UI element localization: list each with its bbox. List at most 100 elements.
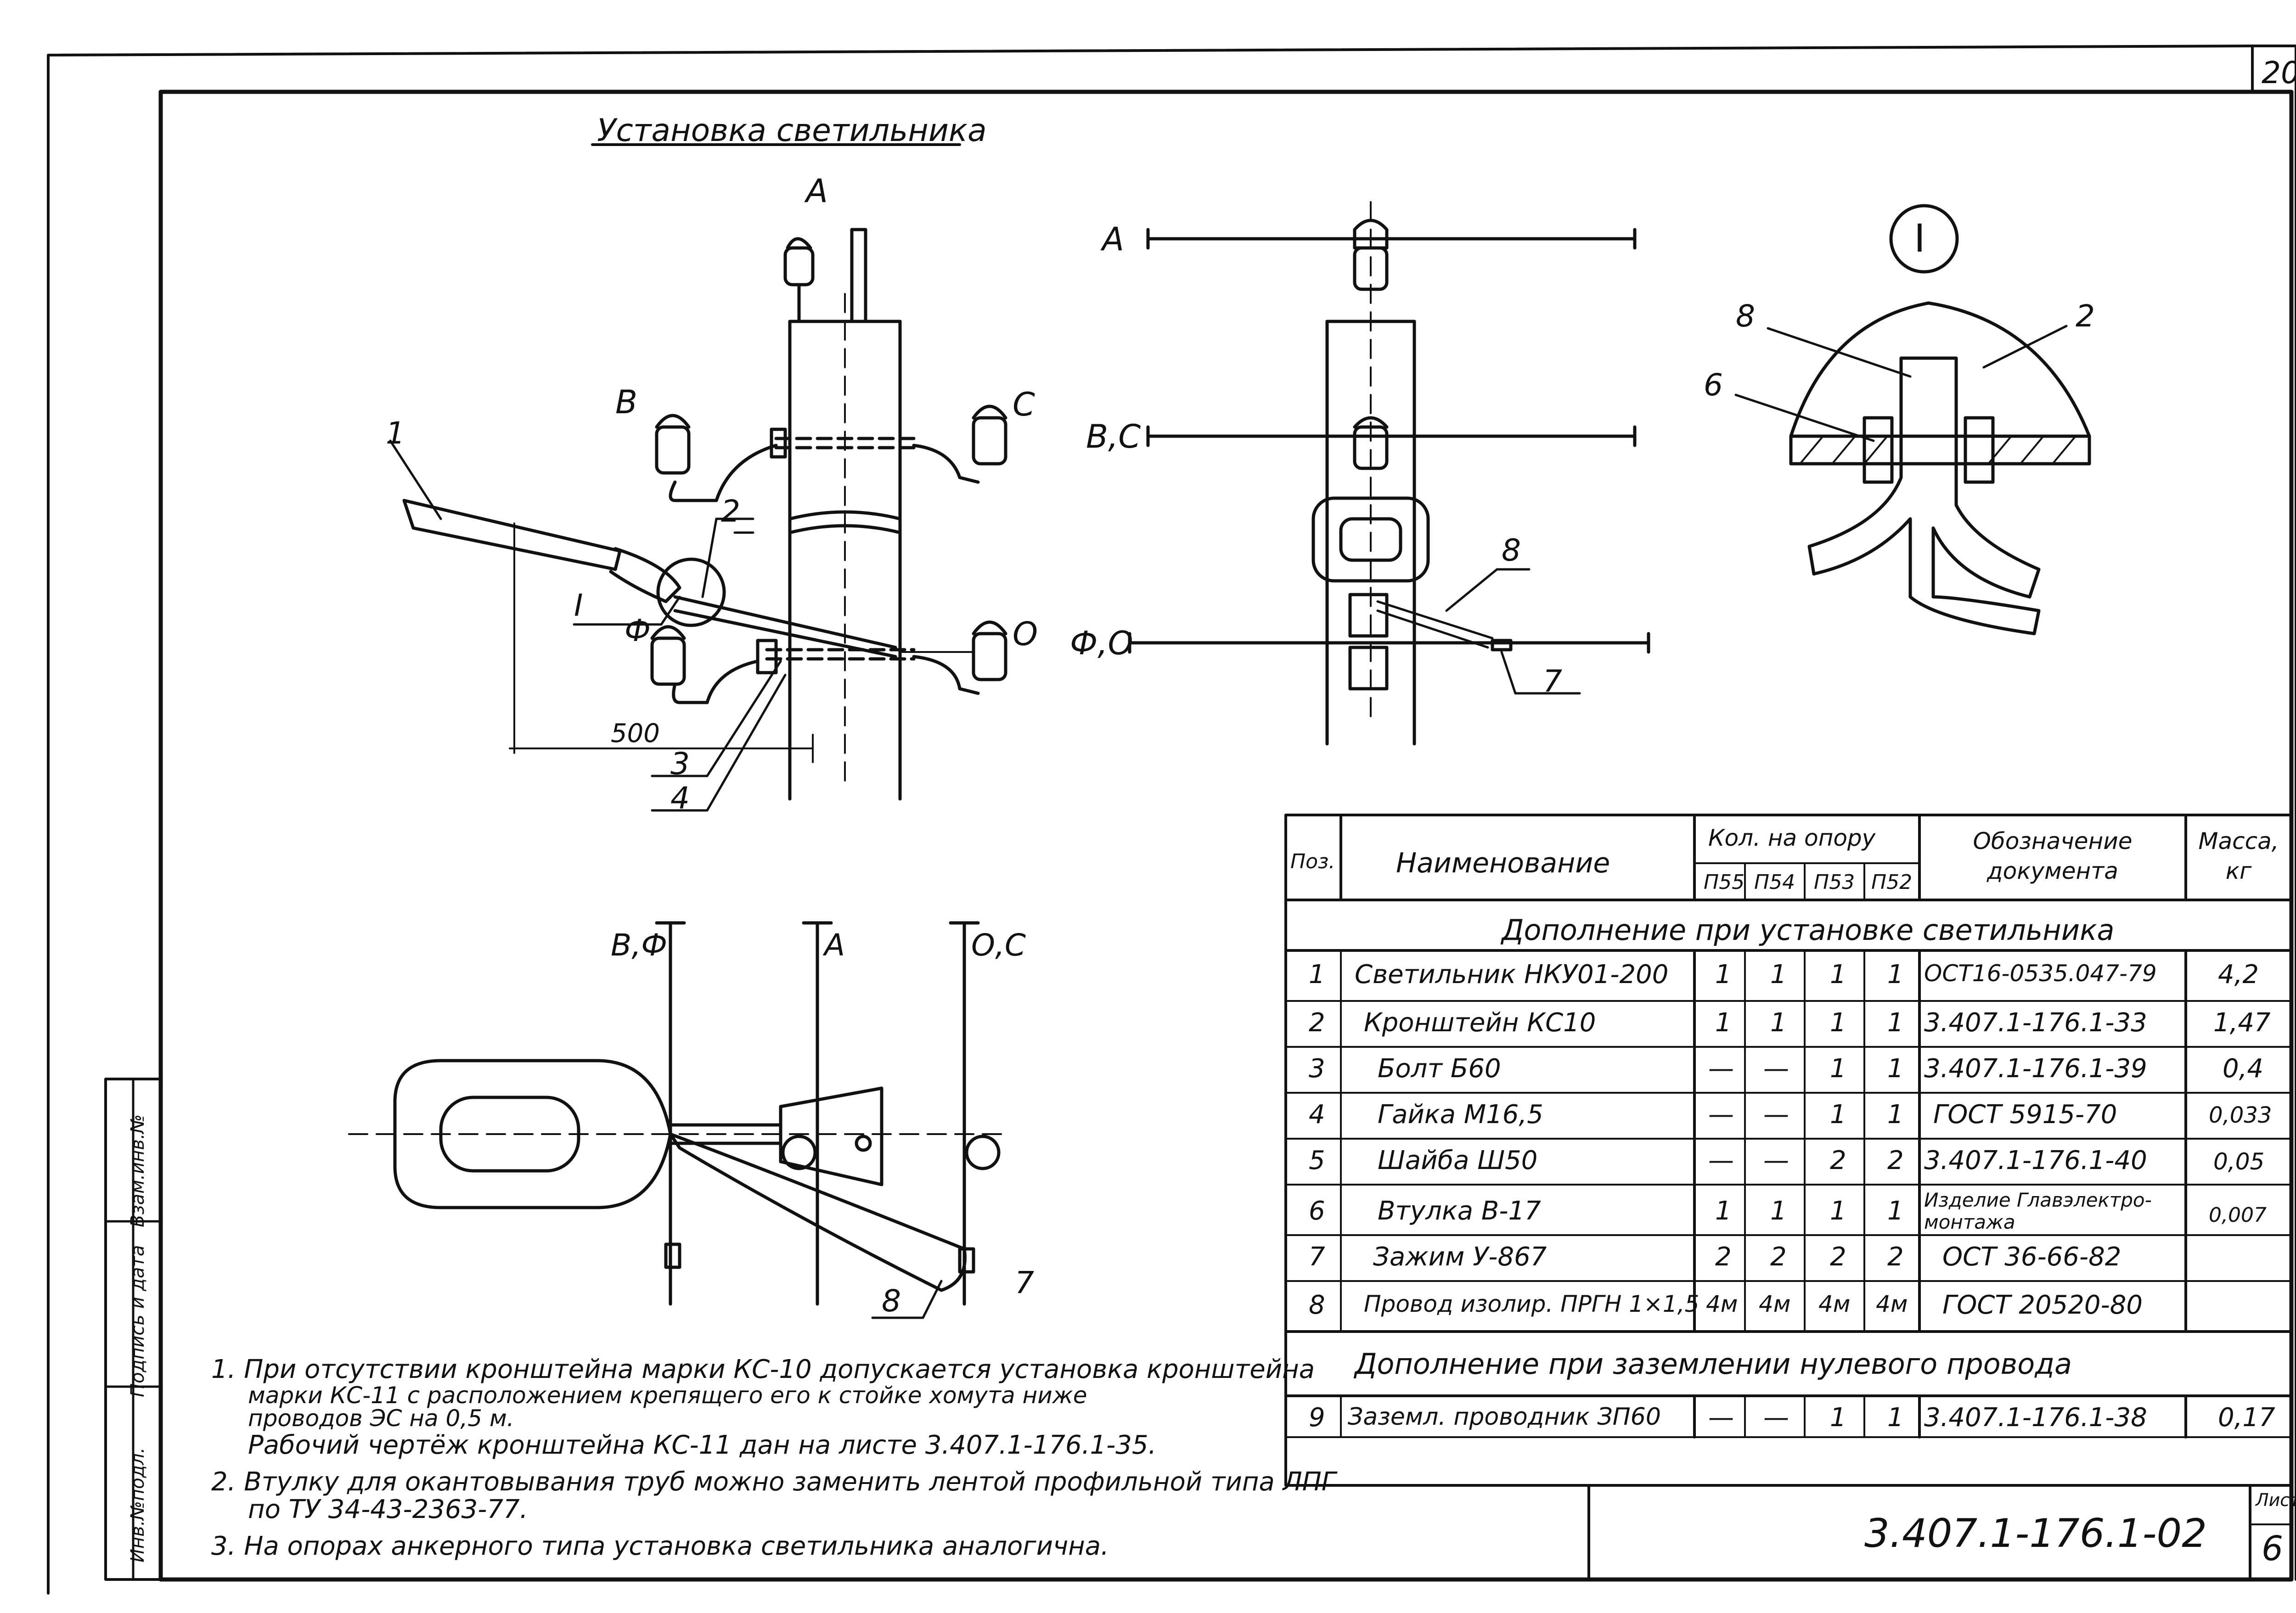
- stamp-inv-podl: Инв.№подл.: [127, 1447, 148, 1562]
- label-detail-pos-6: 6: [1704, 367, 1723, 403]
- row5-mass: 0,05: [2213, 1148, 2265, 1175]
- row8-name: Провод изолир. ПРГН 1×1,5: [1364, 1291, 1699, 1317]
- row7-q2: 2: [1770, 1242, 1787, 1272]
- row5-pos: 5: [1309, 1146, 1325, 1175]
- note-line: Рабочий чертёж кронштейна КС-11 дан на л…: [248, 1430, 1157, 1460]
- row7-pos: 7: [1309, 1242, 1325, 1272]
- row2-q1: 1: [1715, 1008, 1732, 1038]
- row2-mass: 1,47: [2213, 1008, 2271, 1038]
- sheet-label: Лист: [2256, 1490, 2296, 1510]
- row3-name: Болт Б60: [1378, 1054, 1501, 1084]
- row5-q4: 2: [1887, 1146, 1904, 1175]
- row4-doc: ГОСТ 5915-70: [1933, 1100, 2117, 1130]
- row7-doc: ОСТ 36-66-82: [1942, 1242, 2122, 1272]
- row4-pos: 4: [1309, 1100, 1325, 1130]
- row1-name: Светильник НКУ01-200: [1355, 960, 1669, 989]
- row3-doc: 3.407.1-176.1-39: [1924, 1054, 2147, 1084]
- label-pos-1: 1: [386, 416, 405, 451]
- label-pos-7-side: 7: [1543, 663, 1562, 699]
- label-phase-f: Ф: [625, 613, 651, 648]
- label-wire-a: А: [1102, 220, 1124, 258]
- label-wire-fo: Ф,О: [1070, 624, 1133, 662]
- row5-name: Шайба Ш50: [1378, 1146, 1538, 1175]
- row9-name: Заземл. проводник ЗП60: [1348, 1403, 1661, 1431]
- th-qty-p53: П53: [1814, 871, 1855, 894]
- sheet-frame: [47, 45, 2296, 1595]
- row1-q3: 1: [1830, 960, 1846, 989]
- row9-q2: —: [1763, 1403, 1789, 1433]
- label-detail-i: I: [574, 588, 583, 623]
- note-line: 2. Втулку для окантовывания труб можно з…: [211, 1467, 1336, 1497]
- label-detail-pos-8: 8: [1736, 298, 1755, 334]
- spec-table-grid: [1284, 814, 2293, 1487]
- th-name: Наименование: [1396, 847, 1610, 879]
- note-line: по ТУ 34-43-2363-77.: [248, 1495, 528, 1524]
- label-underlines: [733, 531, 920, 1319]
- row8-doc: ГОСТ 20520-80: [1942, 1290, 2143, 1320]
- label-neutral-o: О: [1013, 615, 1038, 653]
- row8-pos: 8: [1309, 1290, 1325, 1320]
- document-code: 3.407.1-176.1-02: [1864, 1511, 2207, 1557]
- row2-name: Кронштейн КС10: [1364, 1008, 1596, 1038]
- label-phase-c: С: [1013, 386, 1035, 423]
- row6-pos: 6: [1309, 1196, 1325, 1226]
- row9-mass: 0,17: [2218, 1403, 2275, 1433]
- th-pos: Поз.: [1290, 850, 1335, 873]
- row7-name: Зажим У-867: [1373, 1242, 1547, 1272]
- view2-side-view: [1128, 201, 1650, 746]
- label-plan-a: А: [824, 927, 845, 963]
- row2-q3: 1: [1830, 1008, 1846, 1038]
- row9-doc: 3.407.1-176.1-38: [1924, 1403, 2147, 1433]
- row4-mass: 0,033: [2209, 1102, 2272, 1128]
- row6-doc: Изделие Главэлектро-монтажа: [1924, 1189, 2152, 1234]
- th-designation: Обозначение документа: [1973, 828, 2133, 884]
- row4-name: Гайка М16,5: [1378, 1100, 1543, 1130]
- row1-pos: 1: [1309, 960, 1325, 989]
- row1-q1: 1: [1715, 960, 1732, 989]
- row6-q3: 1: [1830, 1196, 1846, 1226]
- row3-pos: 3: [1309, 1054, 1325, 1084]
- row1-q2: 1: [1770, 960, 1787, 989]
- row1-mass: 4,2: [2218, 960, 2259, 989]
- note-line: марки КС-11 с расположением крепящего ег…: [248, 1382, 1087, 1409]
- row6-q1: 1: [1715, 1196, 1732, 1226]
- label-detail-pos-2: 2: [2076, 298, 2095, 334]
- row5-doc: 3.407.1-176.1-40: [1924, 1146, 2147, 1175]
- th-qty-p54: П54: [1754, 871, 1795, 894]
- stamp-vzam-inv: Взам.инв.№: [127, 1114, 148, 1227]
- plan-view: [348, 921, 1011, 1319]
- view1-pole-assembly: [389, 228, 1007, 812]
- label-plan-pos-8: 8: [882, 1283, 901, 1319]
- th-mass: Масса, кг: [2198, 828, 2279, 884]
- title-block: [1587, 1484, 2292, 1581]
- row7-q3: 2: [1830, 1242, 1846, 1272]
- row6-mass: 0,007: [2209, 1203, 2267, 1227]
- row3-q2: —: [1763, 1054, 1789, 1084]
- row1-doc: ОСТ16-0535.047-79: [1924, 960, 2157, 987]
- label-dim-500: 500: [611, 719, 660, 748]
- th-qty-p55: П55: [1704, 871, 1745, 894]
- row3-q1: —: [1708, 1054, 1734, 1084]
- label-pos-2: 2: [721, 494, 740, 529]
- row8-q1: 4м: [1706, 1291, 1738, 1317]
- row3-q3: 1: [1830, 1054, 1846, 1084]
- row8-q2: 4м: [1759, 1291, 1791, 1317]
- row9-q3: 1: [1830, 1403, 1846, 1433]
- section-1-title: Дополнение при установке светильника: [1502, 913, 2115, 947]
- row2-pos: 2: [1309, 1008, 1325, 1038]
- sheet-number: 6: [2262, 1529, 2284, 1568]
- note-line: 1. При отсутствии кронштейна марки КС-10…: [211, 1354, 1315, 1384]
- label-phase-b: В: [615, 383, 638, 421]
- row3-q4: 1: [1887, 1054, 1904, 1084]
- row6-q2: 1: [1770, 1196, 1787, 1226]
- th-qty: Кол. на опору: [1708, 825, 1876, 851]
- row2-q2: 1: [1770, 1008, 1787, 1038]
- page-number: 20: [2262, 55, 2296, 90]
- label-wire-bc: В,С: [1086, 418, 1141, 455]
- row8-q4: 4м: [1876, 1291, 1908, 1317]
- label-plan-pos-7: 7: [1015, 1265, 1034, 1300]
- row1-q4: 1: [1887, 960, 1904, 989]
- note-line: проводов ЭС на 0,5 м.: [248, 1405, 514, 1432]
- drawing-title: Установка светильника: [597, 112, 987, 149]
